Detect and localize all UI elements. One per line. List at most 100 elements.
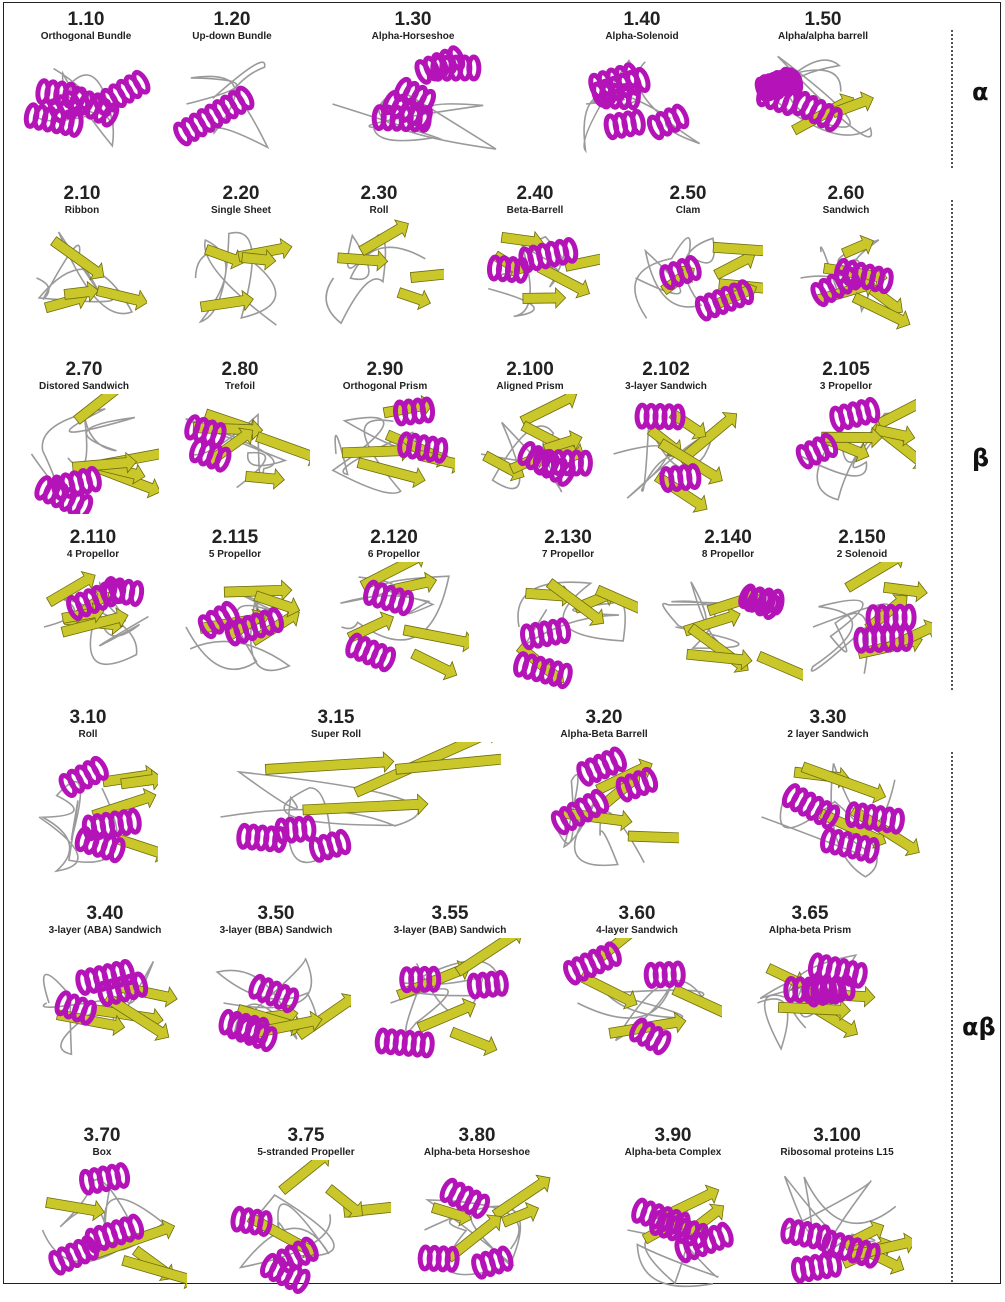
domain-name: Clam	[613, 205, 763, 217]
domain-code: 2.10	[17, 184, 147, 204]
domain-code: 2.70	[9, 360, 159, 380]
beta-strand	[245, 466, 285, 489]
domain-name: Super Roll	[171, 729, 501, 741]
domain-code: 2.40	[470, 184, 600, 204]
domain-code: 2.130	[498, 528, 638, 548]
domain-name: 4 Propellor	[23, 549, 163, 561]
alpha-helix	[535, 451, 591, 474]
alphabeta-class-separator	[951, 752, 953, 1282]
protein-structure-image	[653, 562, 803, 692]
domain-code: 3.15	[171, 708, 501, 728]
protein-structure-image	[608, 1160, 738, 1300]
protein-structure-image	[762, 1160, 912, 1300]
domain-code: 3.10	[18, 708, 158, 728]
domain-cell: 3.10Roll	[18, 708, 158, 894]
domain-name: Roll	[314, 205, 444, 217]
beta-strand	[293, 988, 351, 1044]
domain-cell: 3.65Alpha-beta Prism	[735, 904, 885, 1070]
alpha-helix	[58, 756, 109, 797]
beta-strand	[685, 620, 754, 678]
domain-code: 3.90	[608, 1126, 738, 1146]
domain-name: Aligned Prism	[460, 381, 600, 393]
beta-strand	[254, 427, 310, 469]
protein-structure-image	[9, 394, 159, 514]
domain-code: 1.30	[298, 10, 528, 30]
protein-structure-image	[562, 44, 722, 164]
protein-structure-image	[552, 938, 722, 1068]
domain-code: 3.50	[201, 904, 351, 924]
protein-structure-image	[460, 394, 600, 514]
domain-code: 2.50	[613, 184, 763, 204]
domain-cell: 3.70Box	[17, 1126, 187, 1302]
domain-name: Trefoil	[170, 381, 310, 393]
domain-cell: 2.1104 Propellor	[23, 528, 163, 694]
domain-code: 3.55	[365, 904, 535, 924]
domain-name: Single Sheet	[176, 205, 306, 217]
beta-strand	[628, 826, 679, 848]
beta-strand	[45, 1193, 106, 1223]
protein-structure-image	[470, 218, 600, 338]
domain-name: Ribbon	[17, 205, 147, 217]
alpha-helix	[830, 398, 880, 431]
beta-class-separator	[951, 200, 953, 690]
domain-code: 2.20	[176, 184, 306, 204]
protein-structure-image	[792, 562, 932, 692]
protein-structure-image	[529, 742, 679, 892]
domain-cell: 2.100Aligned Prism	[460, 360, 600, 516]
domain-cell: 2.1023-layer Sandwich	[591, 360, 741, 516]
protein-structure-image	[16, 44, 156, 164]
domain-cell: 1.50Alpha/alpha barrell	[738, 10, 908, 166]
alpha-helix	[345, 633, 396, 671]
protein-structure-image	[17, 218, 147, 338]
protein-structure-image	[167, 44, 297, 164]
domain-name: Alpha-beta Prism	[735, 925, 885, 937]
domain-code: 3.40	[25, 904, 185, 924]
domain-cell: 3.80Alpha-beta Horseshoe	[402, 1126, 552, 1302]
alpha-helix	[647, 104, 690, 139]
domain-code: 3.65	[735, 904, 885, 924]
domain-name: Alpha-Solenoid	[562, 31, 722, 43]
protein-structure-image	[365, 938, 535, 1068]
beta-strand	[396, 283, 434, 313]
domain-name: Roll	[18, 729, 158, 741]
domain-code: 2.110	[23, 528, 163, 548]
domain-name: 7 Propellor	[498, 549, 638, 561]
beta-strand	[265, 751, 394, 779]
domain-name: Beta-Barrell	[470, 205, 600, 217]
domain-code: 2.30	[314, 184, 444, 204]
domain-cell: 3.302 layer Sandwich	[733, 708, 923, 894]
protein-structure-image	[319, 562, 469, 692]
domain-name: 2 Solenoid	[792, 549, 932, 561]
alpha-helix	[855, 627, 911, 651]
domain-name: Up-down Bundle	[167, 31, 297, 43]
protein-structure-image	[733, 742, 923, 892]
domain-code: 2.100	[460, 360, 600, 380]
alpha-class-separator	[951, 30, 953, 168]
domain-cell: 1.10Orthogonal Bundle	[16, 10, 156, 166]
domain-code: 3.80	[402, 1126, 552, 1146]
protein-structure-image	[18, 742, 158, 892]
domain-cell: 1.20Up-down Bundle	[167, 10, 297, 166]
domain-code: 2.105	[776, 360, 916, 380]
domain-cell: 2.1307 Propellor	[498, 528, 638, 694]
domain-name: Alpha-beta Complex	[608, 1147, 738, 1159]
protein-structure-image	[738, 44, 908, 164]
alpha-helix	[92, 70, 151, 116]
domain-name: 3-layer (BBA) Sandwich	[201, 925, 351, 937]
alpha-helix	[796, 433, 839, 469]
domain-code: 2.60	[781, 184, 911, 204]
alpha-helix	[695, 280, 754, 321]
protein-structure-image	[176, 218, 306, 338]
domain-code: 1.50	[738, 10, 908, 30]
alpha-helix	[637, 405, 683, 428]
domain-name: 3-layer (ABA) Sandwich	[25, 925, 185, 937]
domain-code: 2.80	[170, 360, 310, 380]
